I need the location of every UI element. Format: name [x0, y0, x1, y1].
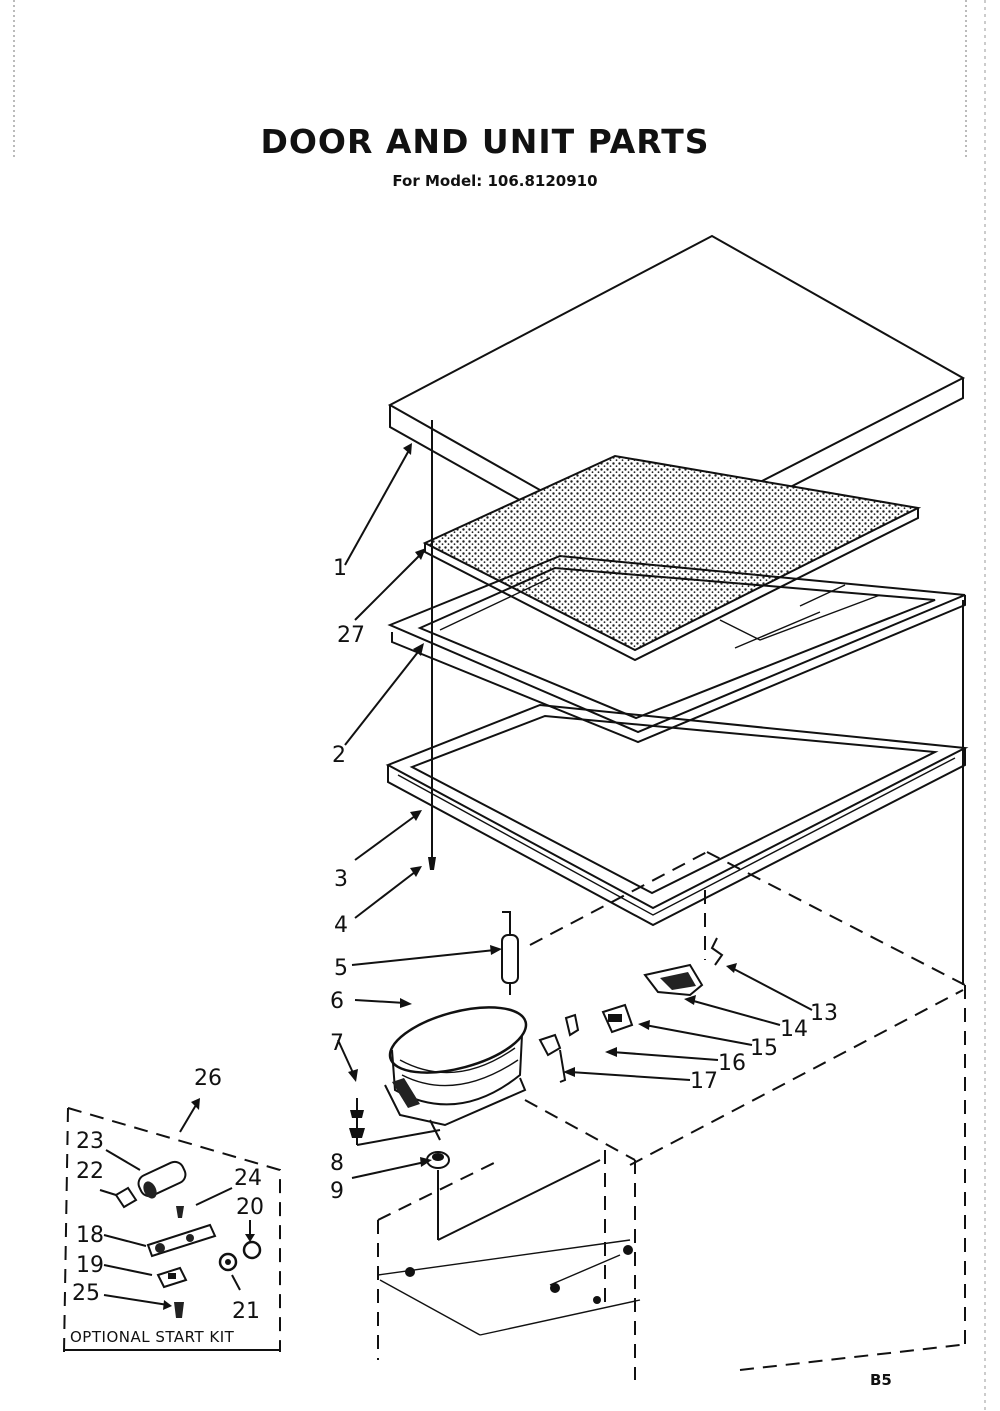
callout-3: 3 [334, 867, 348, 892]
door-liner-part [387, 554, 966, 744]
start-kit-panel [63, 1098, 281, 1353]
callout-4: 4 [334, 913, 348, 938]
callout-9: 9 [330, 1179, 344, 1204]
callout-24: 24 [234, 1166, 262, 1191]
callout-14: 14 [780, 1017, 808, 1042]
cabinet-outline [377, 851, 966, 1380]
callout-labels: 1 27 2 3 4 5 6 7 8 9 13 14 15 16 17 26 2… [70, 556, 892, 1389]
callout-15: 15 [750, 1036, 778, 1061]
callout-16: 16 [718, 1051, 746, 1076]
door-gasket-part [385, 703, 969, 927]
callout-17: 17 [690, 1069, 718, 1094]
start-kit-label: OPTIONAL START KIT [70, 1328, 235, 1346]
callout-22: 22 [76, 1159, 104, 1184]
mounting-hardware-part [349, 1098, 441, 1146]
callout-6: 6 [330, 989, 344, 1014]
callout-13: 13 [810, 1001, 838, 1026]
callout-5: 5 [334, 956, 348, 981]
callout-1: 1 [333, 556, 347, 581]
callout-25: 25 [72, 1281, 100, 1306]
callout-19: 19 [76, 1253, 104, 1278]
drier-part [501, 911, 519, 995]
callout-23: 23 [76, 1129, 104, 1154]
diagram-title: DOOR AND UNIT PARTS [260, 122, 710, 161]
screw-part [428, 857, 436, 870]
callout-26: 26 [194, 1066, 222, 1091]
electrical-components [538, 937, 724, 1083]
callout-27: 27 [337, 623, 365, 648]
callout-20: 20 [236, 1195, 264, 1220]
grommet-part [426, 1151, 601, 1241]
model-number: For Model: 106.8120910 [392, 172, 598, 190]
insulation-panel-part [422, 454, 922, 662]
callout-8: 8 [330, 1151, 344, 1176]
compressor-part [384, 1006, 528, 1141]
callout-2: 2 [332, 743, 346, 768]
leader-lines [337, 443, 813, 1179]
callout-7: 7 [330, 1031, 344, 1056]
callout-18: 18 [76, 1223, 104, 1248]
callout-21: 21 [232, 1299, 260, 1324]
page-code: B5 [870, 1371, 892, 1389]
